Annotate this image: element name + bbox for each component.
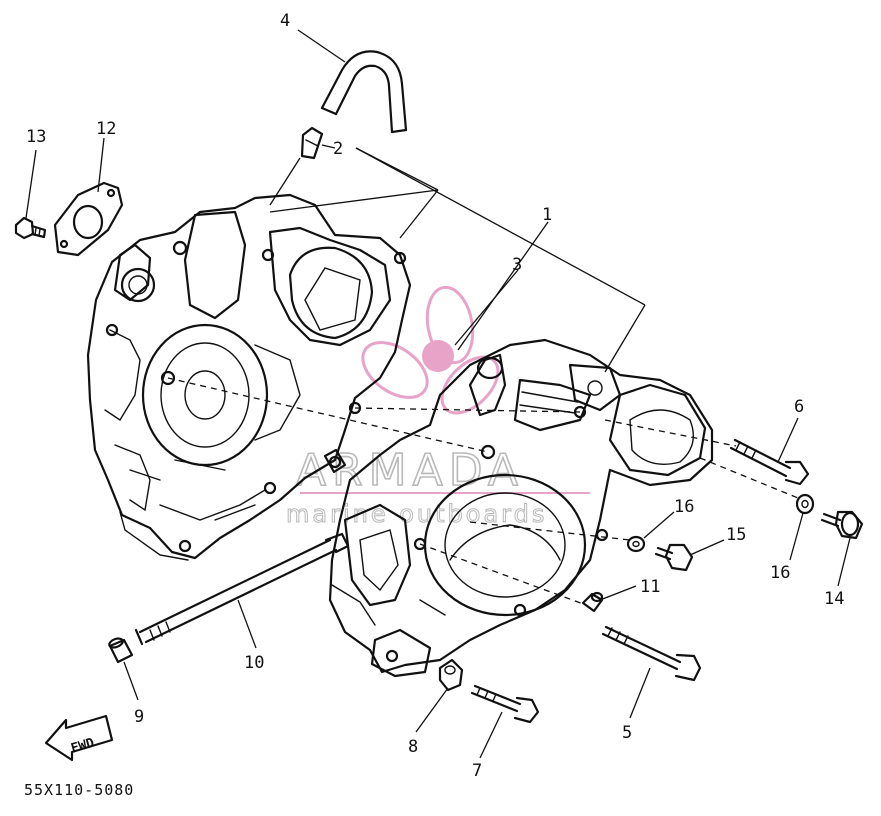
diagram-part-code: 55X110-5080 <box>24 781 134 799</box>
callout-6: 6 <box>794 397 804 417</box>
callout-2: 2 <box>333 139 343 159</box>
washer-16-right <box>795 493 815 515</box>
callout-1: 1 <box>542 205 552 225</box>
bolt-5 <box>601 625 702 682</box>
bolt-15 <box>654 543 694 572</box>
dowel-pin-top <box>300 126 324 160</box>
bolt-14 <box>820 510 864 540</box>
callout-5: 5 <box>622 723 632 743</box>
callout-14: 14 <box>824 589 844 609</box>
dowel-9 <box>108 637 134 664</box>
washer-16-center <box>626 535 646 553</box>
watermark-logo-icon <box>361 285 500 415</box>
forward-direction-arrow: FWD <box>44 714 114 762</box>
bolt-7 <box>470 684 540 724</box>
callout-12: 12 <box>96 119 116 139</box>
leader-lines <box>25 29 851 759</box>
callout-labels: 1 2 3 4 5 6 7 8 9 10 11 12 13 14 15 16 1… <box>26 11 844 781</box>
collar-8 <box>438 658 464 692</box>
breather-hose <box>320 50 408 134</box>
fwd-label: FWD <box>69 736 96 757</box>
callout-10: 10 <box>244 653 264 673</box>
callout-8: 8 <box>408 737 418 757</box>
bolt-6 <box>729 438 810 486</box>
callout-4: 4 <box>280 11 290 31</box>
gasket-plate-12 <box>53 181 124 257</box>
bolt-13 <box>14 216 47 240</box>
callout-15: 15 <box>726 525 746 545</box>
watermark-tagline: marine outboards <box>286 500 547 528</box>
dowel-pin-case <box>323 448 347 474</box>
callout-16-right: 16 <box>770 563 790 583</box>
callout-16-center: 16 <box>674 497 694 517</box>
callout-3: 3 <box>512 255 522 275</box>
callout-13: 13 <box>26 127 46 147</box>
crankcase-right-half <box>328 338 714 678</box>
callout-9: 9 <box>134 707 144 727</box>
watermark: ARMADA marine outboards <box>286 285 590 529</box>
callout-7: 7 <box>472 761 482 781</box>
dowel-11 <box>581 591 604 613</box>
stud-10 <box>134 532 350 646</box>
crankcase-left-half <box>86 193 412 561</box>
callout-11: 11 <box>640 577 660 597</box>
